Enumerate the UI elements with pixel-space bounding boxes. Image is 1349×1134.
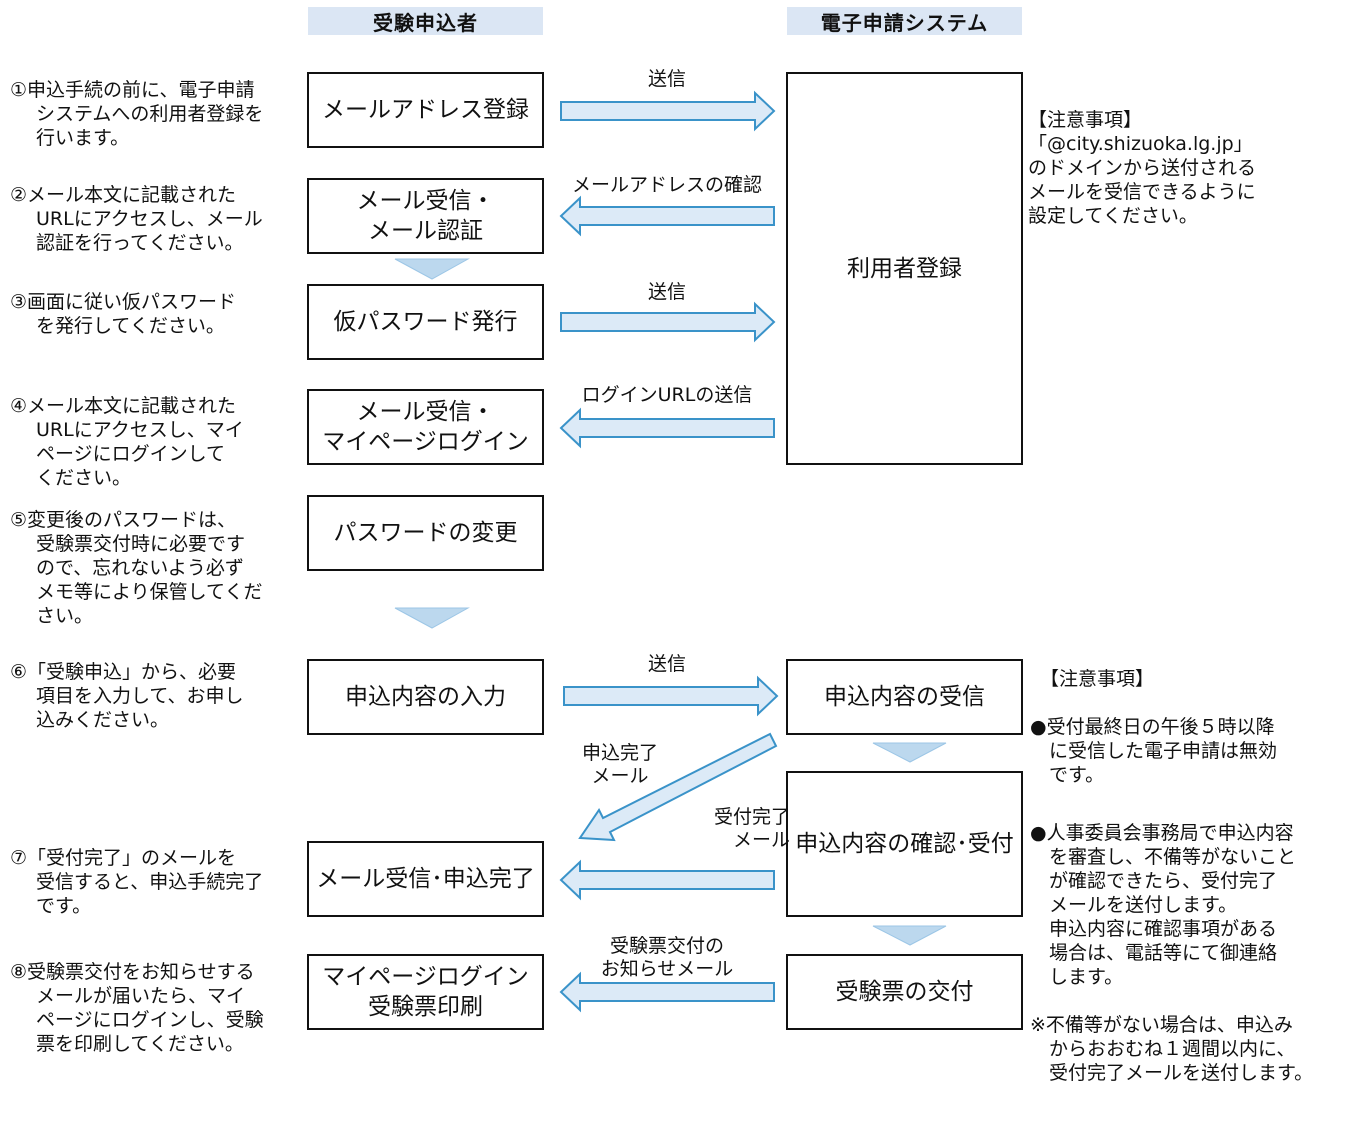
arrow-login-url — [559, 407, 775, 449]
arrow-send-3 — [563, 675, 779, 717]
chevron-1 — [394, 258, 470, 280]
system-column-header: 電子申請システム — [787, 7, 1022, 35]
arrow-accept-complete — [559, 859, 775, 901]
box-email-authentication: メール受信・ メール認証 — [307, 178, 544, 254]
box-email-registration: メールアドレス登録 — [307, 72, 544, 148]
box-ticket-issue: 受験票の交付 — [786, 954, 1023, 1030]
arrow-send-2 — [560, 301, 776, 343]
arrow-confirm-address — [559, 195, 775, 237]
box-application-input: 申込内容の入力 — [307, 659, 544, 735]
label-send-2: 送信 — [647, 281, 686, 303]
box-application-receive: 申込内容の受信 — [786, 659, 1023, 735]
note-bottom-item-3: ※不備等がない場合は、申込み からおおむね１週間以内に、 受付完了メールを送付し… — [1030, 1014, 1314, 1084]
note-bottom: 【注意事項】 ●受付最終日の午後５時以降 に受信した電子申請は無効 です。 ●人… — [1030, 643, 1348, 1109]
label-send-1: 送信 — [647, 68, 686, 90]
box-user-registration: 利用者登録 — [786, 72, 1023, 465]
step-4-text: ④メール本文に記載された URLにアクセスし、マイ ページにログインして くださ… — [10, 395, 244, 489]
box-application-confirm: 申込内容の確認･受付 — [786, 771, 1023, 917]
step-6-text: ⑥「受験申込」から、必要 項目を入力して、お申し 込みください。 — [10, 661, 244, 731]
step-3-text: ③画面に従い仮パスワード を発行してください。 — [10, 291, 237, 337]
step-1-text: ①申込手続の前に、電子申請 システムへの利用者登録を 行います。 — [10, 79, 264, 149]
label-confirm-address: メールアドレスの確認 — [571, 174, 762, 196]
note-bottom-item-1: ●受付最終日の午後５時以降 に受信した電子申請は無効 です。 — [1030, 716, 1278, 786]
label-accept-complete-mail: 受付完了 メール — [713, 806, 790, 851]
step-5-text: ⑤変更後のパスワードは、 受験票交付時に必要です ので、忘れないよう必ず メモ等… — [10, 509, 263, 627]
box-application-complete: メール受信･申込完了 — [307, 841, 544, 917]
box-ticket-print: マイページログイン 受験票印刷 — [307, 954, 544, 1030]
label-login-url: ログインURLの送信 — [581, 384, 753, 406]
chevron-3 — [872, 742, 947, 763]
arrow-send-1 — [560, 90, 776, 132]
label-apply-complete-mail: 申込完了 メール — [581, 742, 658, 787]
note-bottom-item-2: ●人事委員会事務局で申込内容 を審査し、不備等がないこと が確認できたら、受付完… — [1030, 822, 1297, 988]
note-top: 【注意事項】「@city.shizuoka.lg.jp」 のドメインから送付され… — [1028, 84, 1328, 228]
box-temp-password: 仮パスワード発行 — [307, 284, 544, 360]
applicant-column-header: 受験申込者 — [308, 7, 543, 35]
note-top-body: 「@city.shizuoka.lg.jp」 のドメインから送付される メールを… — [1028, 133, 1257, 227]
arrow-ticket-notice — [559, 971, 775, 1013]
box-mypage-login: メール受信・ マイページログイン — [307, 389, 544, 465]
label-send-3: 送信 — [647, 653, 686, 675]
chevron-2 — [394, 607, 470, 629]
box-password-change: パスワードの変更 — [307, 495, 544, 571]
arrow-apply-complete — [578, 732, 778, 842]
label-ticket-notice-mail: 受験票交付の お知らせメール — [600, 935, 734, 980]
step-2-text: ②メール本文に記載された URLにアクセスし、メール 認証を行ってください。 — [10, 184, 263, 254]
step-8-text: ⑧受験票交付をお知らせする メールが届いたら、マイ ページにログインし、受験 票… — [10, 961, 264, 1055]
step-7-text: ⑦「受付完了」のメールを 受信すると、申込手続完了 です。 — [10, 847, 264, 917]
note-bottom-title: 【注意事項】 — [1040, 668, 1155, 690]
chevron-4 — [872, 925, 947, 946]
note-top-title: 【注意事項】 — [1028, 109, 1143, 131]
